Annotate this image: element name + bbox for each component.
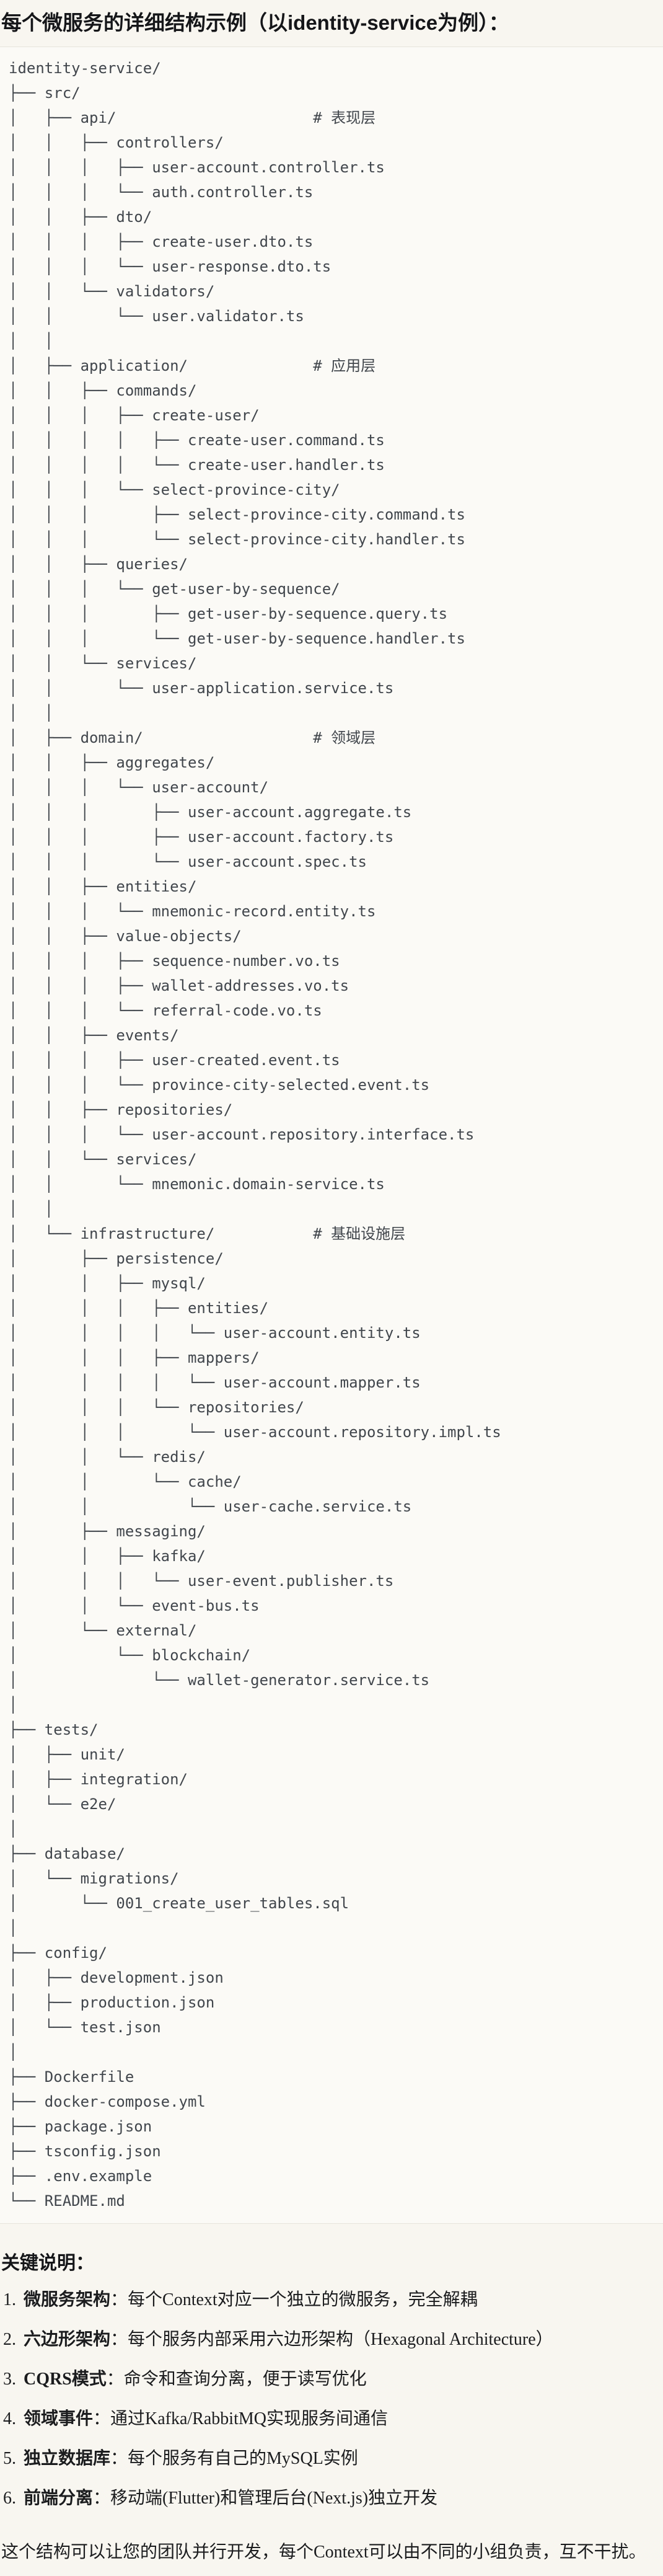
note-number: 2. — [3, 2330, 16, 2350]
note-text: ：每个服务内部采用六边形架构（Hexagonal Architecture） — [110, 2330, 553, 2350]
note-text: ：命令和查询分离，便于读写优化 — [106, 2370, 367, 2389]
note-label: 领域事件 — [24, 2409, 94, 2429]
note-item: 5. 独立数据库：每个服务有自己的MySQL实例 — [1, 2448, 662, 2469]
note-body: CQRS模式：命令和查询分离，便于读写优化 — [24, 2369, 367, 2390]
note-text: ：每个服务有自己的MySQL实例 — [110, 2449, 358, 2469]
note-body: 领域事件：通过Kafka/RabbitMQ实现服务间通信 — [24, 2409, 388, 2430]
notes-list: 1. 微服务架构：每个Context对应一个独立的微服务，完全解耦 2. 六边形… — [1, 2290, 662, 2509]
note-text: ：每个Context对应一个独立的微服务，完全解耦 — [110, 2290, 478, 2310]
note-item: 6. 前端分离：移动端(Flutter)和管理后台(Next.js)独立开发 — [1, 2488, 662, 2509]
note-body: 微服务架构：每个Context对应一个独立的微服务，完全解耦 — [24, 2290, 478, 2311]
directory-tree: identity-service/ ├── src/ │ ├── api/ # … — [9, 60, 501, 2210]
note-label: 六边形架构 — [24, 2330, 111, 2350]
note-item: 1. 微服务架构：每个Context对应一个独立的微服务，完全解耦 — [1, 2290, 662, 2311]
notes-heading: 关键说明： — [1, 2253, 94, 2274]
page-title: 每个微服务的详细结构示例（以identity-service为例）： — [1, 11, 509, 34]
note-number: 6. — [3, 2489, 16, 2508]
note-label: 独立数据库 — [24, 2449, 111, 2469]
note-text: ：移动端(Flutter)和管理后台(Next.js)独立开发 — [93, 2489, 438, 2508]
note-label: 前端分离 — [24, 2489, 94, 2508]
note-number: 3. — [3, 2370, 16, 2389]
note-number: 4. — [3, 2409, 16, 2429]
code-block: identity-service/ ├── src/ │ ├── api/ # … — [0, 46, 663, 2224]
note-label: 微服务架构 — [24, 2290, 111, 2310]
note-number: 5. — [3, 2449, 16, 2469]
note-item: 2. 六边形架构：每个服务内部采用六边形架构（Hexagonal Archite… — [1, 2329, 662, 2350]
closing-paragraph: 这个结构可以让您的团队并行开发，每个Context可以由不同的小组负责，互不干扰… — [1, 2543, 646, 2562]
note-body: 六边形架构：每个服务内部采用六边形架构（Hexagonal Architectu… — [24, 2329, 553, 2350]
note-number: 1. — [3, 2290, 16, 2310]
notes-section: 关键说明： 1. 微服务架构：每个Context对应一个独立的微服务，完全解耦 … — [0, 2247, 663, 2564]
note-item: 3. CQRS模式：命令和查询分离，便于读写优化 — [1, 2369, 662, 2390]
note-body: 独立数据库：每个服务有自己的MySQL实例 — [24, 2448, 358, 2469]
note-body: 前端分离：移动端(Flutter)和管理后台(Next.js)独立开发 — [24, 2488, 437, 2509]
note-label: CQRS模式 — [24, 2370, 107, 2389]
note-text: ：通过Kafka/RabbitMQ实现服务间通信 — [93, 2409, 388, 2429]
note-item: 4. 领域事件：通过Kafka/RabbitMQ实现服务间通信 — [1, 2409, 662, 2430]
